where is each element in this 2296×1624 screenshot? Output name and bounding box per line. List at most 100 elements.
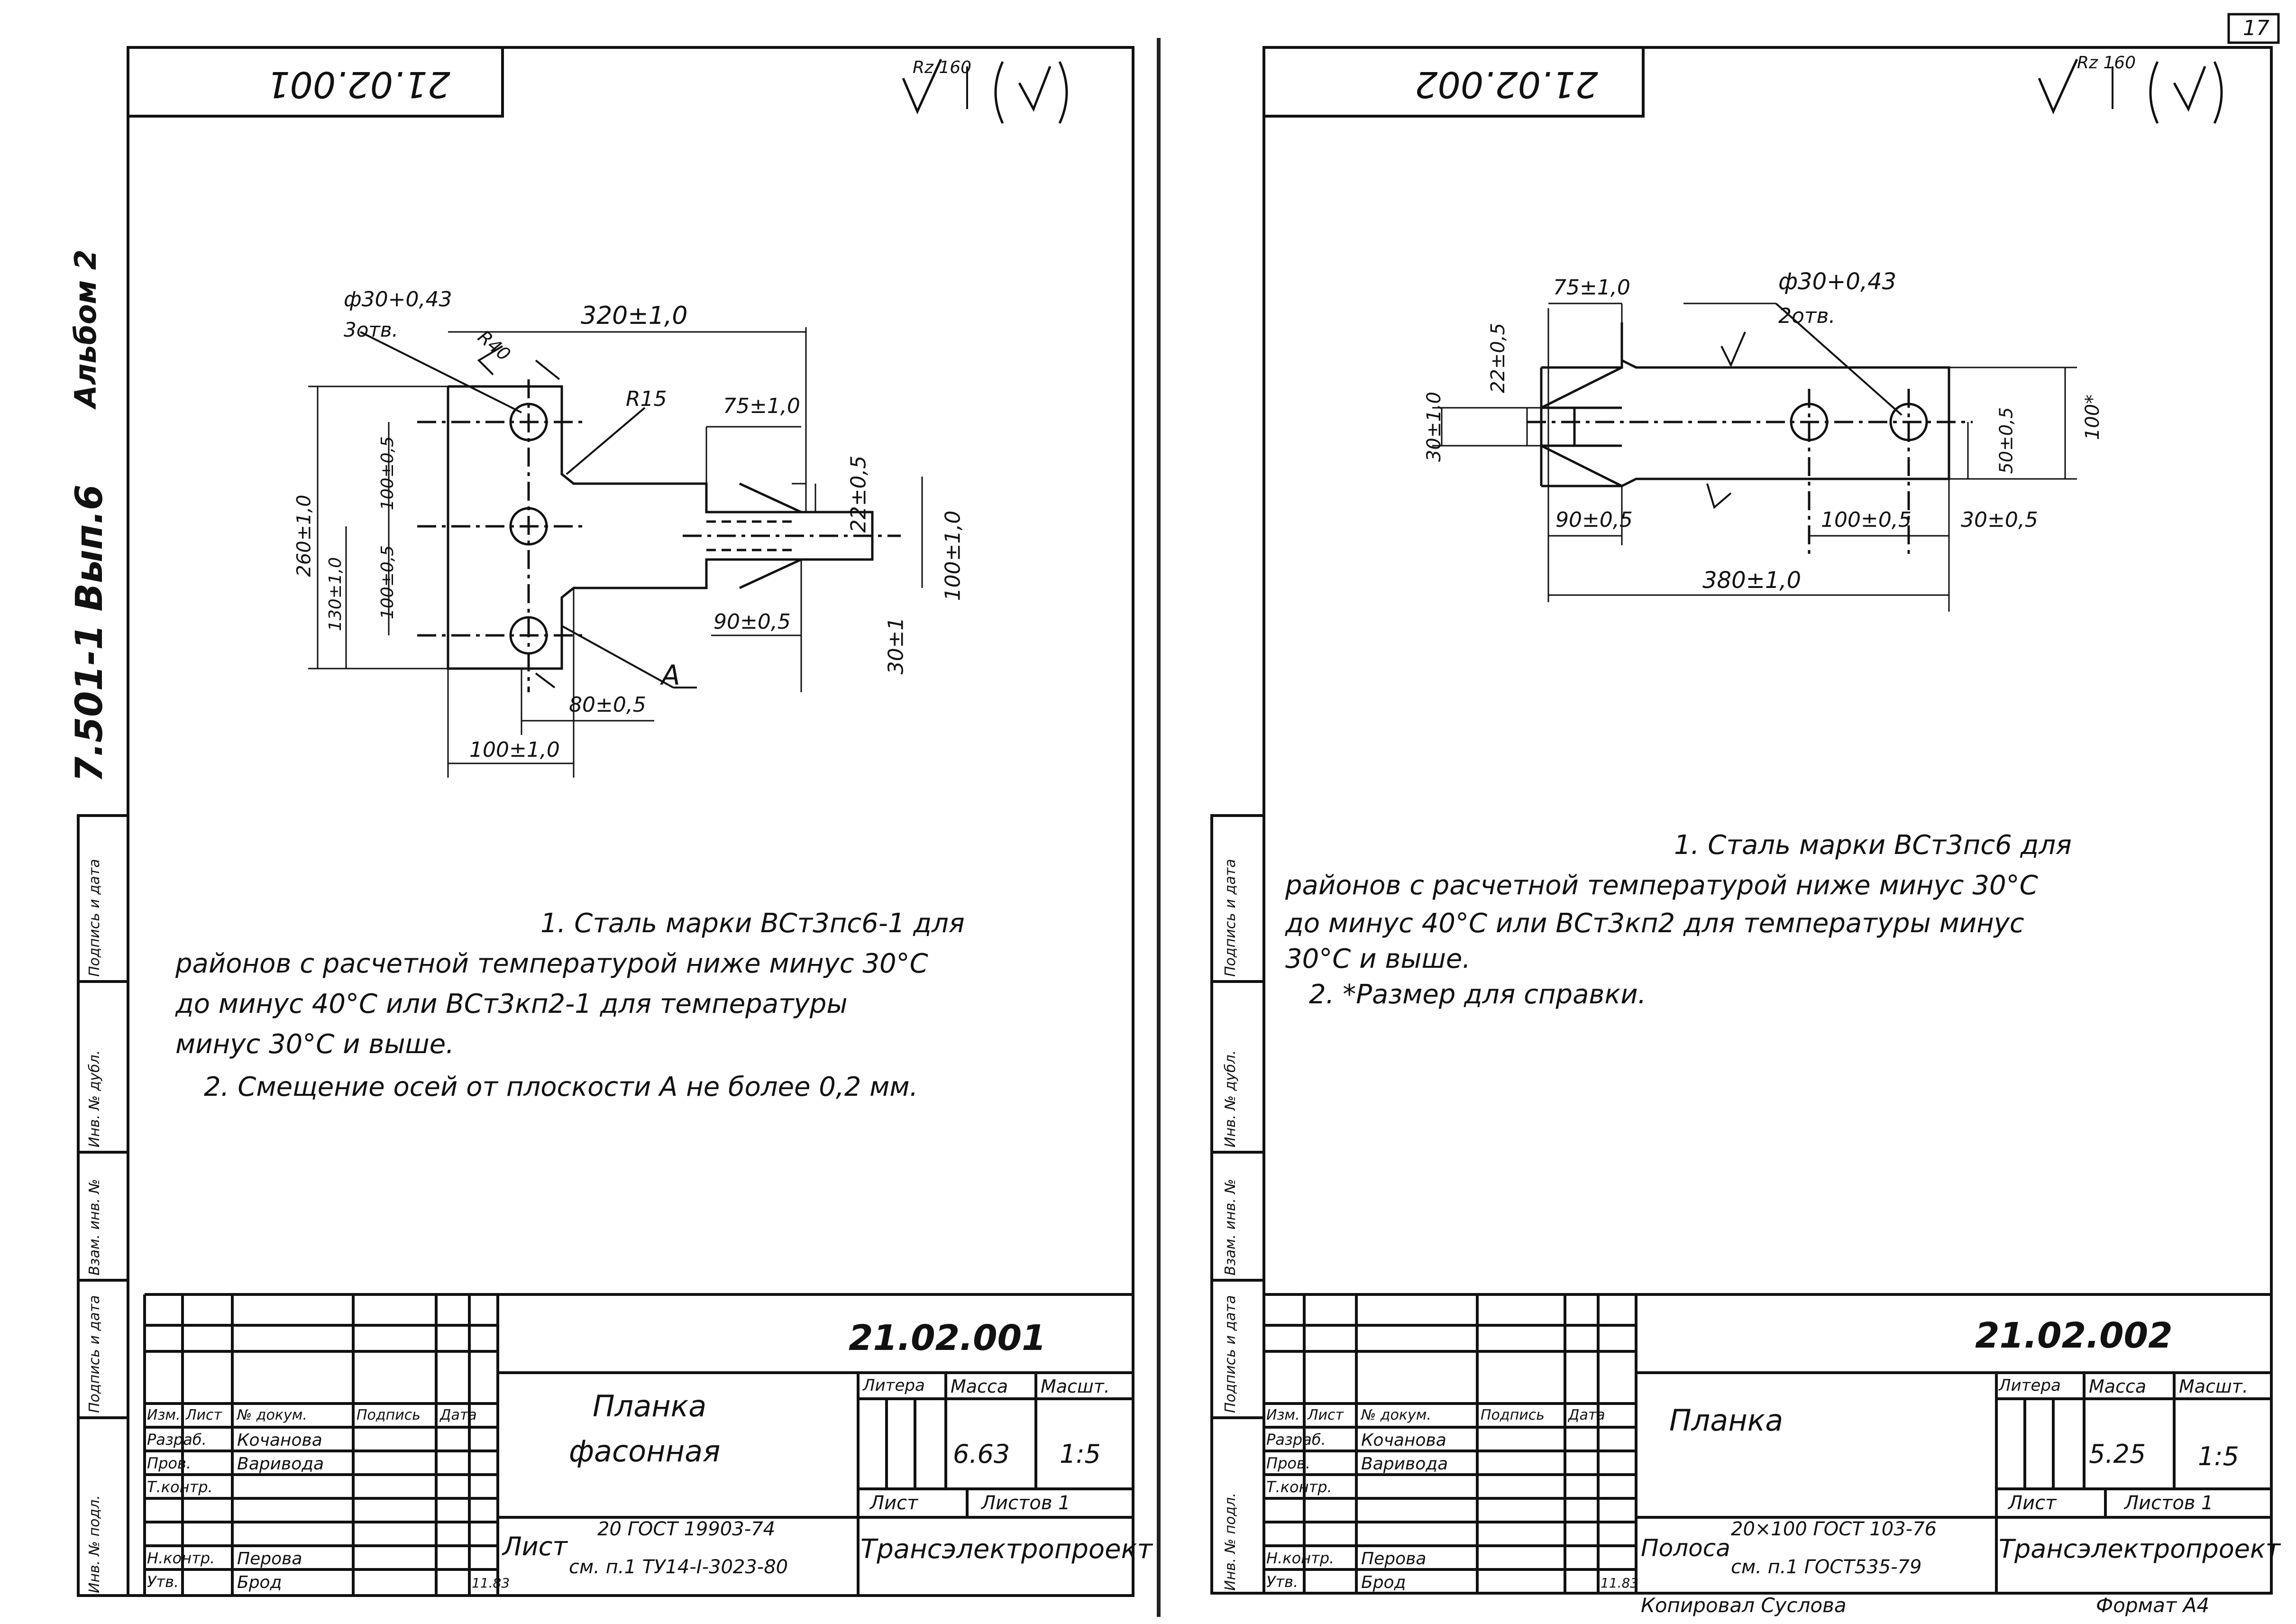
left-tb-material-2: см. п.1 ТУ14-I-3023-80 xyxy=(569,1556,788,1578)
left-tb-role-5: Н.контр. xyxy=(147,1549,215,1567)
r-dim-22: 22±0,5 xyxy=(1487,322,1509,394)
right-tb-material-2: см. п.1 ГОСТ535-79 xyxy=(1731,1556,1922,1578)
left-note-1b: районов с расчетной температурой ниже ми… xyxy=(175,948,928,979)
r-dim-100: 100±0,5 xyxy=(1821,508,1912,532)
right-tb-copied: Копировал Суслова xyxy=(1641,1594,1847,1617)
left-tb-code: 21.02.001 xyxy=(849,1318,1046,1358)
album-label: 7.501-1 Вып.6 xyxy=(68,484,111,782)
left-tb-hdr-list: Лист xyxy=(186,1407,222,1423)
right-tb-role-6: Утв. xyxy=(1266,1573,1299,1591)
left-stamp-5: Подпись и дата xyxy=(86,859,103,977)
left-tb-role-6: Утв. xyxy=(147,1573,179,1591)
left-note-2: 2. Смещение осей от плоскости A не более… xyxy=(204,1072,918,1102)
r-dim-100v: 100* xyxy=(2082,394,2104,440)
left-tb-role-1: Разраб. xyxy=(147,1431,207,1449)
left-tb-material-1: 20 ГОСТ 19903-74 xyxy=(597,1518,776,1540)
right-tb-format: Формат А4 xyxy=(2096,1594,2210,1617)
left-tb-name-1: Кочанова xyxy=(237,1431,322,1450)
dim-130: 130±1,0 xyxy=(326,557,346,632)
right-tb-material-1: 20×100 ГОСТ 103-76 xyxy=(1731,1518,1937,1540)
left-note-1a: 1. Сталь марки ВСт3пс6-1 для xyxy=(540,908,965,939)
dim-100-bottom: 100±1,0 xyxy=(469,738,560,762)
left-sheet: 21.02.001 Rz 160 7.501-1 Вып.6 Альбом 2 … xyxy=(68,46,1153,1597)
right-tb-hdr-date: Дата xyxy=(1568,1407,1605,1423)
right-tb-code: 21.02.002 xyxy=(1975,1315,2173,1356)
right-tb-col-scale: Масшт. xyxy=(2179,1376,2248,1397)
left-tb-hdr-sign: Подпись xyxy=(357,1407,421,1423)
right-roughness: Rz 160 xyxy=(2077,53,2136,73)
left-tb-material-prefix: Лист xyxy=(503,1532,567,1561)
dim-hole: ф30+0,43 xyxy=(344,287,452,312)
right-stamp-1: Инв. № подл. xyxy=(1222,1493,1239,1591)
right-tb-col-mass: Масса xyxy=(2089,1376,2147,1397)
right-drawing xyxy=(1210,13,2280,1595)
left-tb-col-scale: Масшт. xyxy=(1041,1376,1110,1397)
dim-22: 22±0,5 xyxy=(846,455,871,533)
dim-hole-count: 3отв. xyxy=(344,318,398,341)
dim-260: 260±1,0 xyxy=(293,495,315,577)
left-tb-name1: Планка xyxy=(593,1389,707,1423)
dim-80: 80±0,5 xyxy=(569,693,646,717)
left-tb-scale: 1:5 xyxy=(1060,1439,1101,1469)
left-corner-code: 21.02.001 xyxy=(267,64,450,106)
right-tb-hdr-doc: № докум. xyxy=(1361,1407,1431,1423)
left-note-1d: минус 30°С и выше. xyxy=(175,1029,455,1060)
left-stamp-4: Инв. № дубл. xyxy=(86,1050,103,1147)
left-stamp-2: Подпись и дата xyxy=(86,1295,103,1413)
dim-90: 90±0,5 xyxy=(713,610,791,634)
right-note-1c: до минус 40°С или ВСт3кп2 для температур… xyxy=(1285,908,2024,939)
right-tb-name-6: Брод xyxy=(1361,1573,1406,1592)
plane-label: A xyxy=(661,659,680,691)
right-note-1b: районов с расчетной температурой ниже ми… xyxy=(1285,870,2038,901)
right-tb-mass: 5.25 xyxy=(2089,1439,2146,1469)
left-tb-hdr-date: Дата xyxy=(440,1407,477,1423)
right-tb-sheets: Листов 1 xyxy=(2124,1492,2214,1514)
right-tb-hdr-izm: Изм. xyxy=(1266,1407,1300,1423)
right-tb-hdr-sign: Подпись xyxy=(1481,1407,1545,1423)
left-tb-role-2: Пров. xyxy=(147,1454,191,1472)
left-tb-org: Трансэлектропроект xyxy=(860,1534,1153,1565)
dim-r15: R15 xyxy=(626,387,667,411)
right-tb-name-5: Перова xyxy=(1361,1549,1427,1569)
dim-320: 320±1,0 xyxy=(581,302,688,330)
left-drawing xyxy=(77,46,1134,1597)
r-dim-30b: 30±0,5 xyxy=(1961,508,2038,532)
right-tb-role-1: Разраб. xyxy=(1266,1431,1326,1449)
left-tb-name-6: Брод xyxy=(237,1573,282,1592)
right-tb-role-2: Пров. xyxy=(1266,1454,1310,1472)
left-tb-date: 11.83 xyxy=(472,1575,510,1591)
left-roughness: Rz 160 xyxy=(913,58,972,77)
left-tb-hdr-doc: № докум. xyxy=(237,1407,307,1423)
sheet-divider xyxy=(1157,38,1161,1617)
dim-100-c: 100±0,5 xyxy=(378,545,398,620)
right-tb-role-3: Т.контр. xyxy=(1266,1478,1332,1496)
right-tb-material-prefix: Полоса xyxy=(1641,1534,1730,1562)
right-stamp-5: Подпись и дата xyxy=(1222,859,1239,977)
left-tb-hdr-izm: Изм. xyxy=(147,1407,181,1423)
left-tb-col-litera: Литера xyxy=(863,1376,925,1395)
dim-100-right: 100±1,0 xyxy=(941,510,965,601)
r-dim-50: 50±0,5 xyxy=(1995,407,2017,474)
r-dim-30: 30±1,0 xyxy=(1423,391,1445,462)
left-stamp-1: Инв. № подл. xyxy=(86,1495,103,1593)
right-tb-scale: 1:5 xyxy=(2198,1441,2239,1471)
right-stamp-4: Инв. № дубл. xyxy=(1222,1050,1239,1147)
left-tb-sheet: Лист xyxy=(870,1492,918,1514)
right-tb-date: 11.83 xyxy=(1601,1575,1639,1591)
right-tb-name-1: Кочанова xyxy=(1361,1431,1446,1450)
right-tb-sheet: Лист xyxy=(2008,1492,2057,1514)
left-stamp-3: Взам. инв. № xyxy=(86,1179,103,1275)
right-tb-role-5: Н.контр. xyxy=(1266,1549,1335,1567)
left-tb-name2: фасонная xyxy=(569,1434,721,1468)
r-dim-hole-count: 2отв. xyxy=(1778,304,1836,328)
right-tb-col-litera: Литера xyxy=(1999,1376,2061,1395)
right-note-1d: 30°С и выше. xyxy=(1285,944,1471,974)
right-note-1a: 1. Сталь марки ВСт3пс6 для xyxy=(1674,830,2072,861)
right-sheet: 21.02.002 Rz 160 17 75±1,0 ф30+0,43 2отв… xyxy=(1148,0,2296,1624)
right-stamp-2: Подпись и дата xyxy=(1222,1295,1239,1413)
right-tb-name-2: Варивода xyxy=(1361,1454,1448,1474)
right-tb-name1: Планка xyxy=(1669,1403,1784,1438)
right-page-mark: 17 xyxy=(2243,16,2269,40)
right-note-2: 2. *Размер для справки. xyxy=(1309,979,1647,1010)
dim-30: 30±1 xyxy=(884,617,908,675)
